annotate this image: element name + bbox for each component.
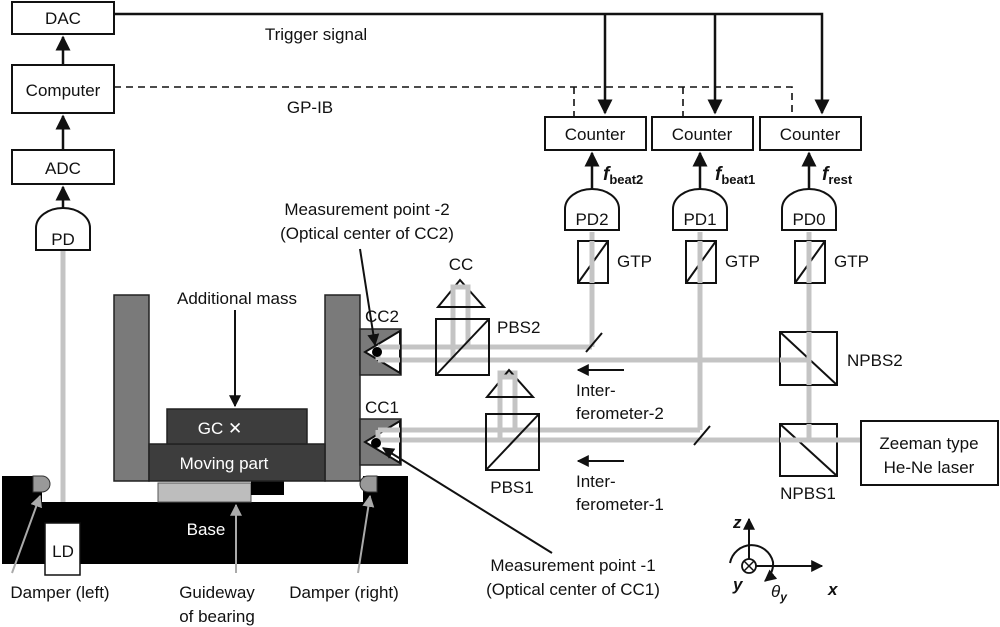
corner-cube-cc-reference1	[484, 368, 536, 398]
gtp-polarizer-2: GTP	[577, 240, 652, 284]
measurement-point-2-line1: Measurement point -2	[284, 200, 449, 219]
damper-right-pointer	[357, 494, 375, 574]
x-axis-label: x	[827, 580, 839, 599]
pbs1-label: PBS1	[490, 478, 533, 497]
gtp-polarizer-1: GTP	[685, 240, 760, 284]
counter-1: Counter	[651, 116, 754, 151]
photodetector-pd0: PD0	[781, 188, 837, 231]
laser-label-line1: Zeeman type	[879, 434, 978, 453]
interferometer-2-line1: Inter-	[576, 381, 616, 400]
moving-part: Moving part	[148, 443, 326, 482]
interferometer-1-line2: ferometer-1	[576, 495, 664, 514]
f-rest-label: frest	[822, 164, 853, 187]
cc-label: CC	[449, 255, 474, 274]
npbs2-label: NPBS2	[847, 351, 903, 370]
pbs2-label: PBS2	[497, 318, 540, 337]
guideway-label-line2: of bearing	[179, 607, 255, 626]
computer-label: Computer	[26, 81, 101, 100]
measurement-point-1-pointer	[381, 447, 553, 554]
measurement-point-2-pointer	[359, 248, 380, 347]
gtp-polarizer-0: GTP	[794, 240, 869, 284]
interferometer-1-line1: Inter-	[576, 472, 616, 491]
guideway-of-bearing	[157, 482, 252, 503]
base: Base	[2, 476, 408, 564]
gpib-label: GP-IB	[287, 98, 333, 117]
f-beat2-label: fbeat2	[603, 164, 643, 187]
laser-diode-ld: LD	[44, 522, 81, 576]
zeeman-he-ne-laser: Zeeman type He-Ne laser	[860, 420, 999, 486]
gtp-label: GTP	[617, 252, 652, 271]
counter-0: Counter	[759, 116, 862, 151]
counter-label: Counter	[780, 125, 841, 144]
mirror-2	[585, 332, 603, 353]
interferometer-2-line2: ferometer-2	[576, 404, 664, 423]
damper-left-label: Damper (left)	[10, 583, 109, 602]
measurement-point-1-line1: Measurement point -1	[490, 556, 655, 575]
computer-box: Computer	[11, 64, 115, 114]
laser-label-line2: He-Ne laser	[884, 458, 975, 477]
additional-mass-block: GC ✕	[166, 408, 308, 445]
cc1-label: CC1	[365, 398, 399, 417]
photodetector-pd: PD	[35, 207, 91, 251]
moving-part-label: Moving part	[180, 454, 269, 473]
theta-y-label: θy	[771, 582, 788, 604]
measurement-point-1-line2: (Optical center of CC1)	[486, 580, 660, 599]
photodetector-pd2: PD2	[564, 188, 620, 231]
guideway-label-line1: Guideway	[179, 583, 255, 602]
additional-mass-label: Additional mass	[177, 289, 297, 308]
trigger-signal-line: Trigger signal	[114, 12, 830, 115]
y-axis-label: y	[732, 575, 744, 594]
damper-left	[32, 475, 51, 493]
dac-label: DAC	[45, 9, 81, 28]
left-column	[113, 294, 150, 482]
corner-cube-cc-reference2: CC	[435, 255, 487, 308]
ld-label: LD	[52, 542, 74, 561]
pd0-label: PD0	[792, 210, 825, 229]
damper-left-pointer	[11, 494, 42, 574]
pd2-label: PD2	[575, 210, 608, 229]
counter-label: Counter	[672, 125, 733, 144]
npbs1: NPBS1	[779, 423, 860, 503]
damper-right-label: Damper (right)	[289, 583, 399, 602]
npbs2: NPBS2	[779, 331, 903, 386]
gpib-bus: GP-IB	[114, 86, 793, 117]
gc-label: GC ✕	[198, 419, 242, 438]
photodetector-pd1: PD1	[672, 188, 728, 231]
coordinate-axes: z x y θy	[729, 513, 839, 604]
f-beat1-label: fbeat1	[715, 164, 755, 187]
corner-cube-cc2: CC2	[359, 307, 402, 376]
gtp-label: GTP	[725, 252, 760, 271]
adc-box: ADC	[11, 149, 115, 185]
pd-label: PD	[51, 230, 75, 249]
cc2-label: CC2	[365, 307, 399, 326]
counter-label: Counter	[565, 125, 626, 144]
base-label: Base	[187, 520, 226, 539]
theta-y-rotation-arrow	[729, 544, 778, 582]
bearing-block	[251, 480, 284, 495]
gtp-label: GTP	[834, 252, 869, 271]
npbs1-label: NPBS1	[780, 484, 836, 503]
measurement-point-2-line2: (Optical center of CC2)	[280, 224, 454, 243]
mirror-1	[693, 425, 711, 446]
pd1-label: PD1	[683, 210, 716, 229]
counter-2: Counter	[544, 116, 647, 151]
pbs2: PBS2	[435, 318, 540, 376]
pbs1: PBS1	[485, 413, 540, 497]
trigger-signal-label: Trigger signal	[265, 25, 367, 44]
adc-label: ADC	[45, 159, 81, 178]
right-column	[324, 294, 361, 482]
z-axis-label: z	[732, 513, 742, 532]
damper-right	[359, 475, 378, 493]
dac-box: DAC	[11, 1, 115, 35]
